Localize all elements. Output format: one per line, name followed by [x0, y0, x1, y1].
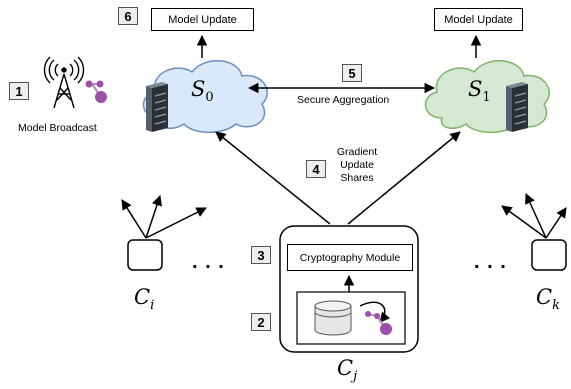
- cryptography-module-box: Cryptography Module: [287, 244, 413, 271]
- model-update-label: Model Update: [168, 13, 237, 26]
- model-update-label: Model Update: [444, 13, 513, 26]
- step-badge-3: 3: [251, 246, 271, 264]
- cryptography-module-label: Cryptography Module: [299, 251, 401, 264]
- step-number: 2: [257, 314, 265, 330]
- step-number: 4: [312, 161, 320, 177]
- arrow-ck-3: [545, 207, 567, 239]
- server-rack-icon: [506, 82, 528, 132]
- step-badge-4: 4: [306, 160, 326, 178]
- database-icon: [314, 300, 352, 336]
- step-number: 6: [124, 8, 132, 24]
- server-rack-icon: [146, 82, 168, 132]
- model-update-box-left: Model Update: [151, 8, 254, 31]
- step-number: 5: [348, 65, 356, 81]
- ellipsis-left: . . .: [192, 251, 225, 273]
- step-number: 1: [15, 83, 23, 99]
- gradient-update-shares-label: Gradient Update Shares: [336, 146, 378, 184]
- client-i-box: [127, 239, 163, 271]
- arrow-ci-2: [145, 195, 162, 239]
- arrow-ck-1: [501, 205, 547, 239]
- arrow-cj-s0: [215, 131, 331, 225]
- arrow-db-model: [359, 301, 391, 323]
- arrow-ci-3: [145, 207, 207, 239]
- client-k-label: Ck: [536, 285, 560, 314]
- server-s0-label: S0: [191, 77, 214, 106]
- secure-aggregation-label: Secure Aggregation: [297, 94, 390, 106]
- step-badge-5: 5: [342, 64, 362, 82]
- step-badge-6: 6: [118, 7, 138, 25]
- arrow-ci-1: [121, 199, 147, 239]
- step-badge-1: 1: [9, 82, 29, 100]
- arrow-cj-s1: [347, 131, 461, 225]
- arrow-ck-2: [525, 193, 547, 239]
- step-badge-2: 2: [251, 313, 271, 331]
- model-broadcast-label: Model Broadcast: [18, 122, 97, 134]
- model-graph-icon: [365, 311, 392, 335]
- client-i-label: Ci: [134, 285, 155, 314]
- client-j-label: Cj: [337, 356, 358, 385]
- client-k-box: [531, 239, 567, 271]
- antenna-tower-icon: [43, 56, 85, 109]
- ellipsis-right: . . .: [474, 251, 507, 273]
- model-graph-icon: [85, 80, 107, 103]
- server-s1-label: S1: [468, 77, 491, 106]
- model-update-box-right: Model Update: [434, 8, 523, 31]
- step-number: 3: [257, 247, 265, 263]
